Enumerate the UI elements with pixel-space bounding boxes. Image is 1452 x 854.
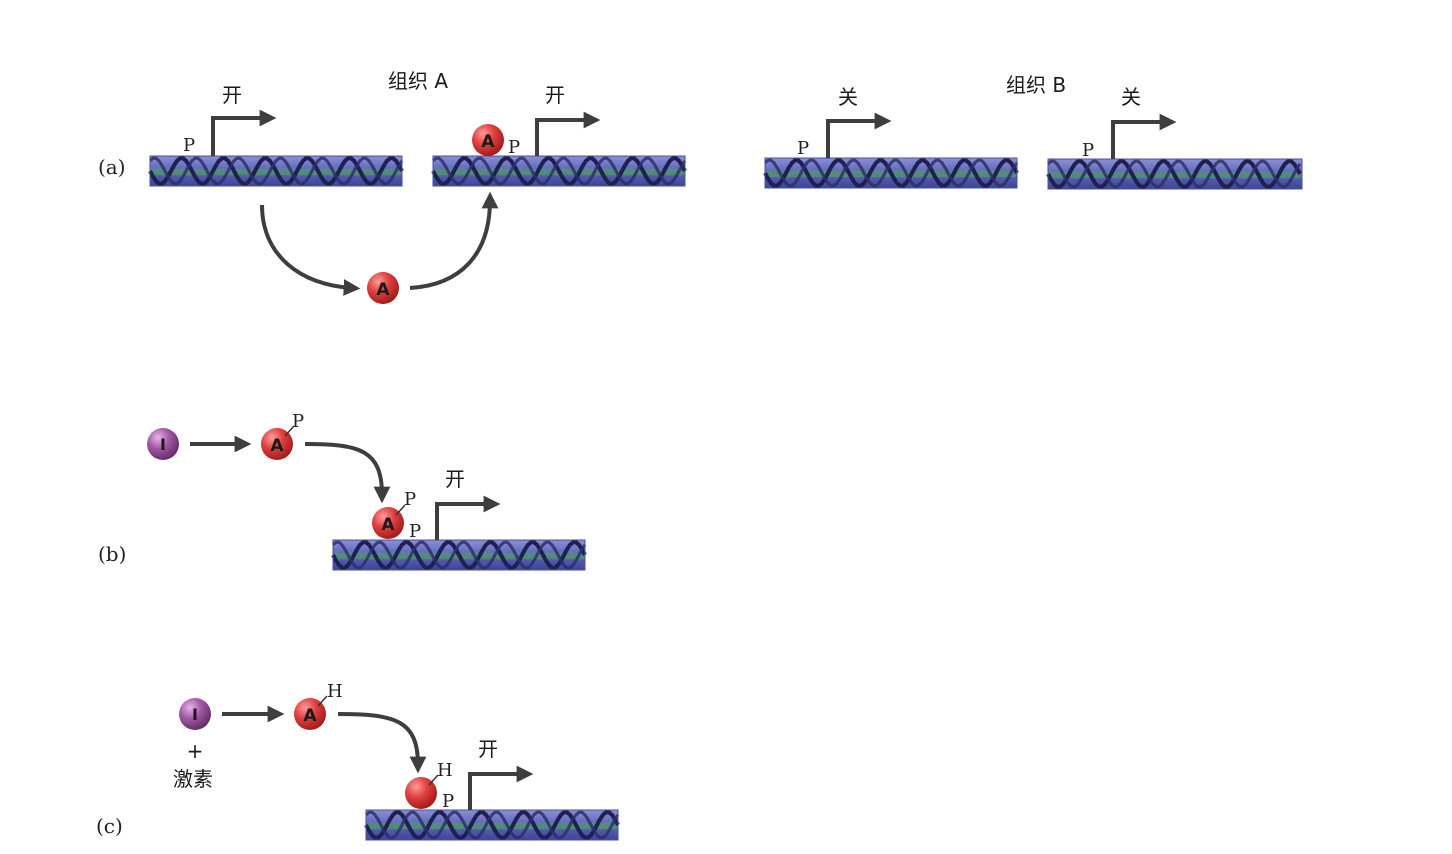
activator-ball-b-bound: A xyxy=(372,504,406,539)
transcription-arrow-on-a2 xyxy=(535,111,601,156)
activator-ball-c-bound xyxy=(405,774,439,809)
dna-strand-a2 xyxy=(431,155,687,187)
promoter-label-c: P xyxy=(442,791,454,812)
panel-a-label: (a) xyxy=(98,155,126,179)
svg-text:A: A xyxy=(303,706,317,726)
inhibitor-ball-b: I xyxy=(147,428,179,460)
transcription-arrow-off-a4 xyxy=(1111,113,1177,159)
activator-ball-c-free: A xyxy=(294,695,328,730)
hormone-label-c: 激素 xyxy=(173,767,213,791)
off-label-a4: 关 xyxy=(1121,85,1141,109)
curved-arrow-c xyxy=(337,712,427,774)
phospho-label-b2: P xyxy=(404,489,416,510)
on-label-c: 开 xyxy=(478,737,498,761)
dna-strand-a3 xyxy=(763,157,1019,189)
panel-b-label: (b) xyxy=(98,542,126,566)
activator-ball-a-bound: A xyxy=(472,124,504,156)
tissue-b-title: 组织 B xyxy=(1006,73,1066,97)
activator-ball-a-free: A xyxy=(367,272,399,304)
transcription-arrow-on-c xyxy=(468,765,534,810)
panel-b: (b) I A P A P P 开 xyxy=(98,411,587,571)
curved-arrow-to-activator xyxy=(260,204,361,296)
phospho-label-b1: P xyxy=(292,411,304,432)
curved-arrow-b xyxy=(304,442,391,504)
transcription-arrow-off-a3 xyxy=(826,112,892,158)
tissue-a-title: 组织 A xyxy=(388,69,448,93)
hormone-mark-c1: H xyxy=(327,681,343,702)
promoter-label-a1: P xyxy=(183,135,195,156)
panel-c: (c) I + 激素 A H H P 开 xyxy=(96,681,620,841)
off-label-a3: 关 xyxy=(838,85,858,109)
promoter-label-a3: P xyxy=(797,138,809,159)
hormone-mark-c2: H xyxy=(437,760,453,781)
promoter-label-a2: P xyxy=(508,137,520,158)
svg-text:A: A xyxy=(376,280,390,300)
dna-strand-c xyxy=(364,809,620,841)
dna-strand-b xyxy=(331,539,587,571)
on-label-b: 开 xyxy=(445,467,465,491)
svg-text:A: A xyxy=(270,436,284,456)
dna-strand-a1 xyxy=(148,155,404,187)
plus-sign-c: + xyxy=(187,739,204,763)
svg-text:A: A xyxy=(481,132,495,152)
promoter-label-a4: P xyxy=(1082,140,1094,161)
transcription-arrow-on-b xyxy=(435,495,501,540)
svg-text:A: A xyxy=(381,515,395,535)
on-label-a1: 开 xyxy=(222,83,242,107)
svg-text:I: I xyxy=(192,705,198,724)
curved-arrow-to-dna xyxy=(409,191,499,290)
promoter-label-b: P xyxy=(409,521,421,542)
activator-ball-b-free: A xyxy=(261,425,295,460)
inhibitor-ball-c: I xyxy=(179,698,211,730)
on-label-a2: 开 xyxy=(545,83,565,107)
transcription-arrow-on-a1 xyxy=(211,109,277,156)
panel-c-label: (c) xyxy=(96,814,123,838)
svg-text:I: I xyxy=(160,435,166,454)
dna-strand-a4 xyxy=(1046,158,1303,190)
panel-a: (a) 组织 A 组织 B P 开 A A P 开 P xyxy=(98,69,1303,304)
